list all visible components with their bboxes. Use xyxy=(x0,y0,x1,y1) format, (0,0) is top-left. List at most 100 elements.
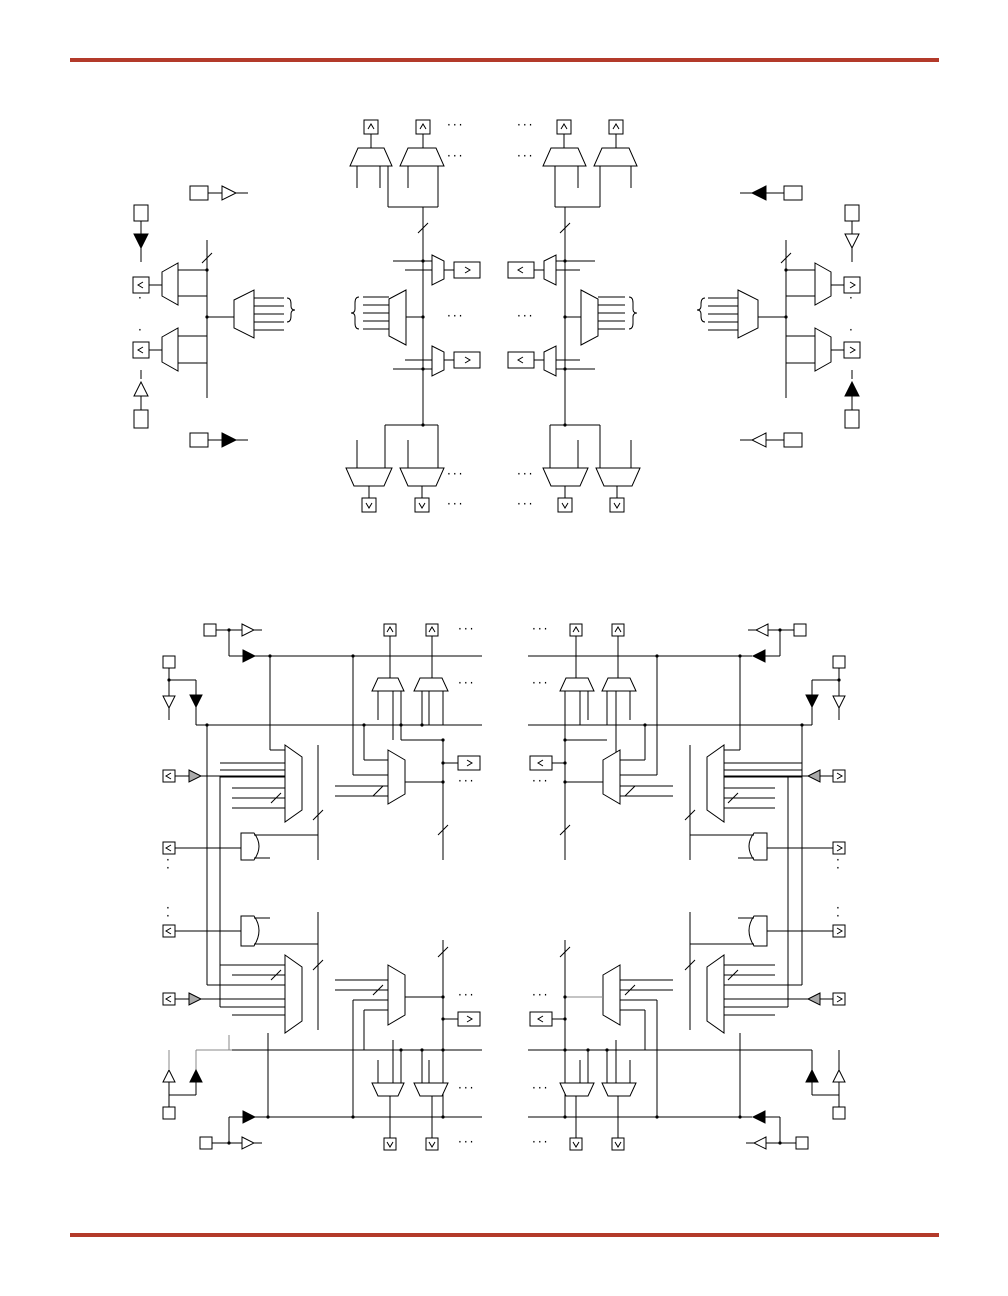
pin-box-icon xyxy=(784,186,802,200)
mux-trapezoid-icon xyxy=(234,290,254,338)
junction-dot xyxy=(563,1115,566,1118)
pin-box-icon xyxy=(508,262,534,278)
top-routing-diagram: ·································· xyxy=(133,118,860,512)
pin-box-icon xyxy=(845,410,859,428)
ellipsis-dots: · xyxy=(138,291,144,305)
mux-trapezoid-icon xyxy=(560,1083,594,1096)
junction-dot xyxy=(266,1115,269,1118)
mux-trapezoid-icon xyxy=(738,290,758,338)
junction-dot xyxy=(441,738,444,741)
junction-dot xyxy=(351,654,354,657)
junction-dot xyxy=(268,654,271,657)
junction-dot xyxy=(441,1115,444,1118)
pin-box-icon xyxy=(384,624,396,636)
ellipsis-dots: ··· xyxy=(532,622,549,636)
pin-box-icon xyxy=(833,993,845,1005)
pin-box-icon xyxy=(190,186,208,200)
pin-box-icon xyxy=(458,756,480,770)
ellipsis-dots: · xyxy=(166,861,172,875)
brace-icon xyxy=(697,298,705,322)
buffer-triangle-icon xyxy=(134,234,148,248)
ellipsis-dots: ··· xyxy=(517,149,534,163)
junction-dot xyxy=(586,1048,589,1051)
buffer-triangle-icon xyxy=(243,650,255,662)
mux-trapezoid-icon xyxy=(241,916,259,946)
ellipsis-dots: ··· xyxy=(447,118,464,132)
mux-trapezoid-icon xyxy=(162,263,178,305)
buffer-triangle-icon xyxy=(833,1070,845,1082)
buffer-triangle-icon xyxy=(243,1111,255,1123)
buffer-triangle-icon xyxy=(189,993,201,1005)
buffer-triangle-icon xyxy=(808,993,820,1005)
mux-trapezoid-icon xyxy=(544,346,556,376)
buffer-triangle-icon xyxy=(752,433,766,447)
mux-trapezoid-icon xyxy=(388,965,405,1025)
buffer-triangle-icon xyxy=(190,1070,202,1082)
mux-trapezoid-icon xyxy=(596,468,640,486)
junction-dot xyxy=(441,780,444,783)
mux-trapezoid-icon xyxy=(372,678,404,691)
pin-box-icon xyxy=(530,1012,552,1026)
wire xyxy=(373,786,383,796)
pin-box-icon xyxy=(558,498,572,512)
pin-box-icon xyxy=(612,1138,624,1150)
mux-trapezoid-icon xyxy=(749,916,767,946)
mux-trapezoid-icon xyxy=(350,148,392,166)
pin-box-icon xyxy=(426,624,438,636)
buffer-triangle-icon xyxy=(190,695,202,707)
buffer-triangle-icon xyxy=(756,624,768,636)
pin-box-icon xyxy=(784,433,802,447)
buffer-triangle-icon xyxy=(808,770,820,782)
buffer-triangle-icon xyxy=(754,1137,766,1149)
pin-box-icon xyxy=(454,262,480,278)
junction-dot xyxy=(563,259,566,262)
buffer-triangle-icon xyxy=(806,695,818,707)
junction-dot xyxy=(784,268,787,271)
junction-dot xyxy=(421,367,424,370)
ellipsis-dots: ··· xyxy=(447,497,464,511)
wire xyxy=(625,786,635,796)
junction-dot xyxy=(563,761,566,764)
pin-box-icon xyxy=(454,352,480,368)
mux-trapezoid-icon xyxy=(815,263,831,305)
buffer-triangle-icon xyxy=(242,624,254,636)
junction-dot xyxy=(420,723,423,726)
buffer-triangle-icon xyxy=(753,650,765,662)
buffer-triangle-icon xyxy=(845,382,859,396)
pin-box-icon xyxy=(134,205,148,221)
ellipsis-dots: ··· xyxy=(458,676,475,690)
buffer-triangle-icon xyxy=(163,696,175,708)
mux-trapezoid-icon xyxy=(162,328,178,371)
mux-trapezoid-icon xyxy=(432,255,444,285)
pin-box-icon xyxy=(163,1107,175,1119)
pin-box-icon xyxy=(364,120,378,134)
mux-trapezoid-icon xyxy=(543,468,588,486)
pin-box-icon xyxy=(570,624,582,636)
pin-box-icon xyxy=(557,120,571,134)
buffer-triangle-icon xyxy=(222,433,236,447)
ellipsis-dots: · xyxy=(166,909,172,923)
mux-trapezoid-icon xyxy=(603,965,620,1025)
buffer-triangle-icon xyxy=(806,1070,818,1082)
pin-box-icon xyxy=(833,925,845,937)
mux-trapezoid-icon xyxy=(749,833,767,860)
pin-box-icon xyxy=(844,342,860,358)
junction-dot xyxy=(441,1048,444,1051)
pin-box-icon xyxy=(384,1138,396,1150)
junction-dot xyxy=(441,761,444,764)
junction-dot xyxy=(227,628,230,631)
junction-dot xyxy=(421,423,424,426)
buffer-triangle-icon xyxy=(134,382,148,396)
junction-dot xyxy=(563,780,566,783)
pin-box-icon xyxy=(133,342,149,358)
buffer-triangle-icon xyxy=(833,696,845,708)
mux-trapezoid-icon xyxy=(602,1083,636,1096)
ellipsis-dots: ··· xyxy=(532,676,549,690)
mux-trapezoid-icon xyxy=(544,255,556,285)
ellipsis-dots: · xyxy=(849,291,855,305)
ellipsis-dots: · xyxy=(849,323,855,337)
pin-box-icon xyxy=(845,205,859,221)
pin-box-icon xyxy=(612,624,624,636)
junction-dot xyxy=(655,1115,658,1118)
mux-trapezoid-icon xyxy=(707,745,724,822)
